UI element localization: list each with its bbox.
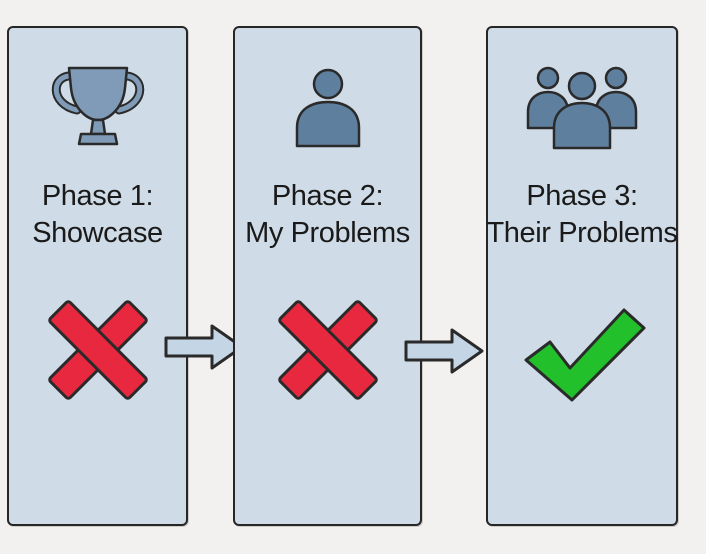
phase-1-panel: Phase 1: Showcase	[7, 26, 188, 526]
red-x-icon	[9, 290, 186, 410]
phase-3-title-line1: Phase 3:	[526, 180, 638, 212]
person-icon	[235, 62, 420, 154]
phase-2-panel: Phase 2: My Problems	[233, 26, 422, 526]
right-arrow-icon	[160, 322, 248, 377]
phase-1-title-line1: Phase 1:	[41, 180, 154, 212]
group-icon	[488, 62, 676, 154]
phase-3-title: Phase 3: Their Problems	[474, 178, 690, 252]
trophy-icon	[9, 62, 186, 154]
phase-2-title-line2: My Problems	[245, 217, 410, 249]
red-x-icon	[235, 290, 420, 410]
phase-2-title-line1: Phase 2:	[271, 180, 384, 212]
phase-3-title-line2: Their Problems	[486, 217, 678, 249]
phase-1-title: Phase 1: Showcase	[0, 178, 200, 252]
phase-3-panel: Phase 3: Their Problems	[486, 26, 678, 526]
right-arrow-icon	[400, 326, 488, 381]
phase-1-title-line2: Showcase	[32, 217, 163, 249]
phase-2-title: Phase 2: My Problems	[221, 178, 434, 252]
green-checkmark-icon	[488, 290, 676, 410]
